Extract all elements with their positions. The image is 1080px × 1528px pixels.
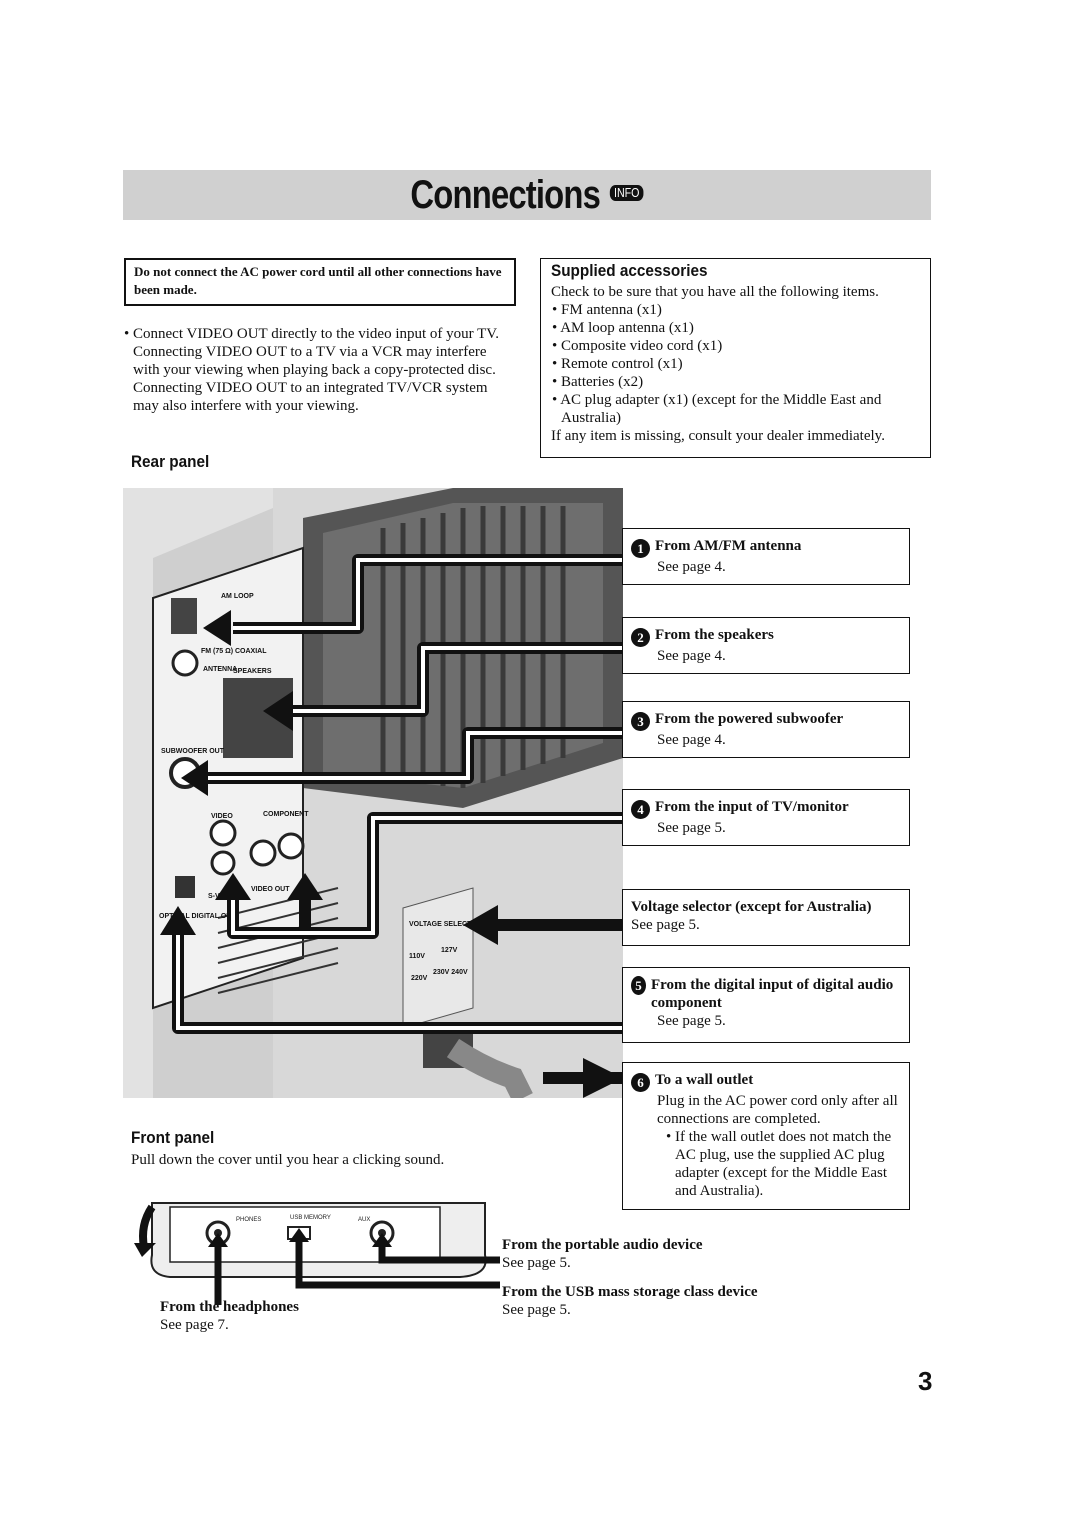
headphones-label: From the headphones See page 7. bbox=[160, 1299, 299, 1333]
accessory-item: • AM loop antenna (x1) bbox=[552, 320, 694, 336]
callout-voltage: Voltage selector (except for Australia) … bbox=[622, 889, 910, 946]
speakers-label: SPEAKERS bbox=[233, 668, 272, 675]
optical-label: OPTICAL DIGITAL OUT bbox=[159, 913, 236, 920]
front-panel-description: Pull down the cover until you hear a cli… bbox=[131, 1152, 445, 1168]
front-panel-heading: Front panel bbox=[131, 1128, 215, 1147]
callout-number: 4 bbox=[631, 800, 650, 819]
video-label: VIDEO bbox=[211, 813, 233, 820]
voltage-110: 110V bbox=[409, 953, 425, 960]
rear-panel-illustration: AM LOOP FM (75 Ω) COAXIAL ANTENNA SPEAKE… bbox=[123, 488, 623, 1098]
fm-label: FM (75 Ω) COAXIAL bbox=[201, 648, 267, 655]
voltage-label: VOLTAGE SELECTOR bbox=[409, 921, 482, 928]
usb-label: USB MEMORY bbox=[290, 1215, 331, 1221]
portable-device-label: From the portable audio device See page … bbox=[502, 1237, 703, 1271]
accessories-box: Supplied accessories Check to be sure th… bbox=[540, 258, 931, 458]
accessory-item: • Composite video cord (x1) bbox=[552, 338, 723, 354]
video-out-label: VIDEO OUT bbox=[251, 886, 290, 893]
subwoofer-label: SUBWOOFER OUT bbox=[161, 748, 225, 755]
component-label: COMPONENT bbox=[263, 811, 309, 818]
phones-label: PHONES bbox=[236, 1217, 261, 1223]
callout-number: 6 bbox=[631, 1073, 650, 1092]
accessories-footer: If any item is missing, consult your dea… bbox=[551, 428, 885, 444]
am-loop-label: AM LOOP bbox=[221, 593, 254, 600]
accessory-item: • AC plug adapter (x1) (except for the M… bbox=[552, 392, 882, 426]
accessories-heading: Supplied accessories bbox=[551, 261, 708, 280]
callout-number: 2 bbox=[631, 628, 650, 647]
usb-device-label: From the USB mass storage class device S… bbox=[502, 1284, 758, 1318]
accessory-item: • Remote control (x1) bbox=[552, 356, 683, 372]
callout-number: 1 bbox=[631, 539, 650, 558]
front-panel-illustration: PHONES USB MEMORY AUX bbox=[134, 1202, 500, 1305]
accessory-item: • FM antenna (x1) bbox=[552, 302, 662, 318]
video-note: • Connect VIDEO OUT directly to the vide… bbox=[124, 326, 499, 414]
page-number: 3 bbox=[918, 1366, 933, 1396]
warning-box: Do not connect the AC power cord until a… bbox=[124, 258, 516, 306]
rear-panel-heading: Rear panel bbox=[131, 452, 210, 471]
callout-number: 3 bbox=[631, 712, 650, 731]
antenna-label: ANTENNA bbox=[203, 666, 237, 673]
voltage-220: 220V bbox=[411, 975, 428, 982]
accessories-list: • FM antenna (x1) • AM loop antenna (x1)… bbox=[551, 301, 920, 427]
accessories-intro: Check to be sure that you have all the f… bbox=[551, 284, 879, 300]
info-badge: INFO bbox=[609, 185, 644, 202]
voltage-127: 127V bbox=[441, 947, 458, 954]
callout-number: 5 bbox=[631, 976, 646, 995]
voltage-230-240: 230V 240V bbox=[433, 969, 468, 976]
aux-label: AUX bbox=[358, 1217, 370, 1223]
accessory-item: • Batteries (x2) bbox=[552, 374, 644, 390]
